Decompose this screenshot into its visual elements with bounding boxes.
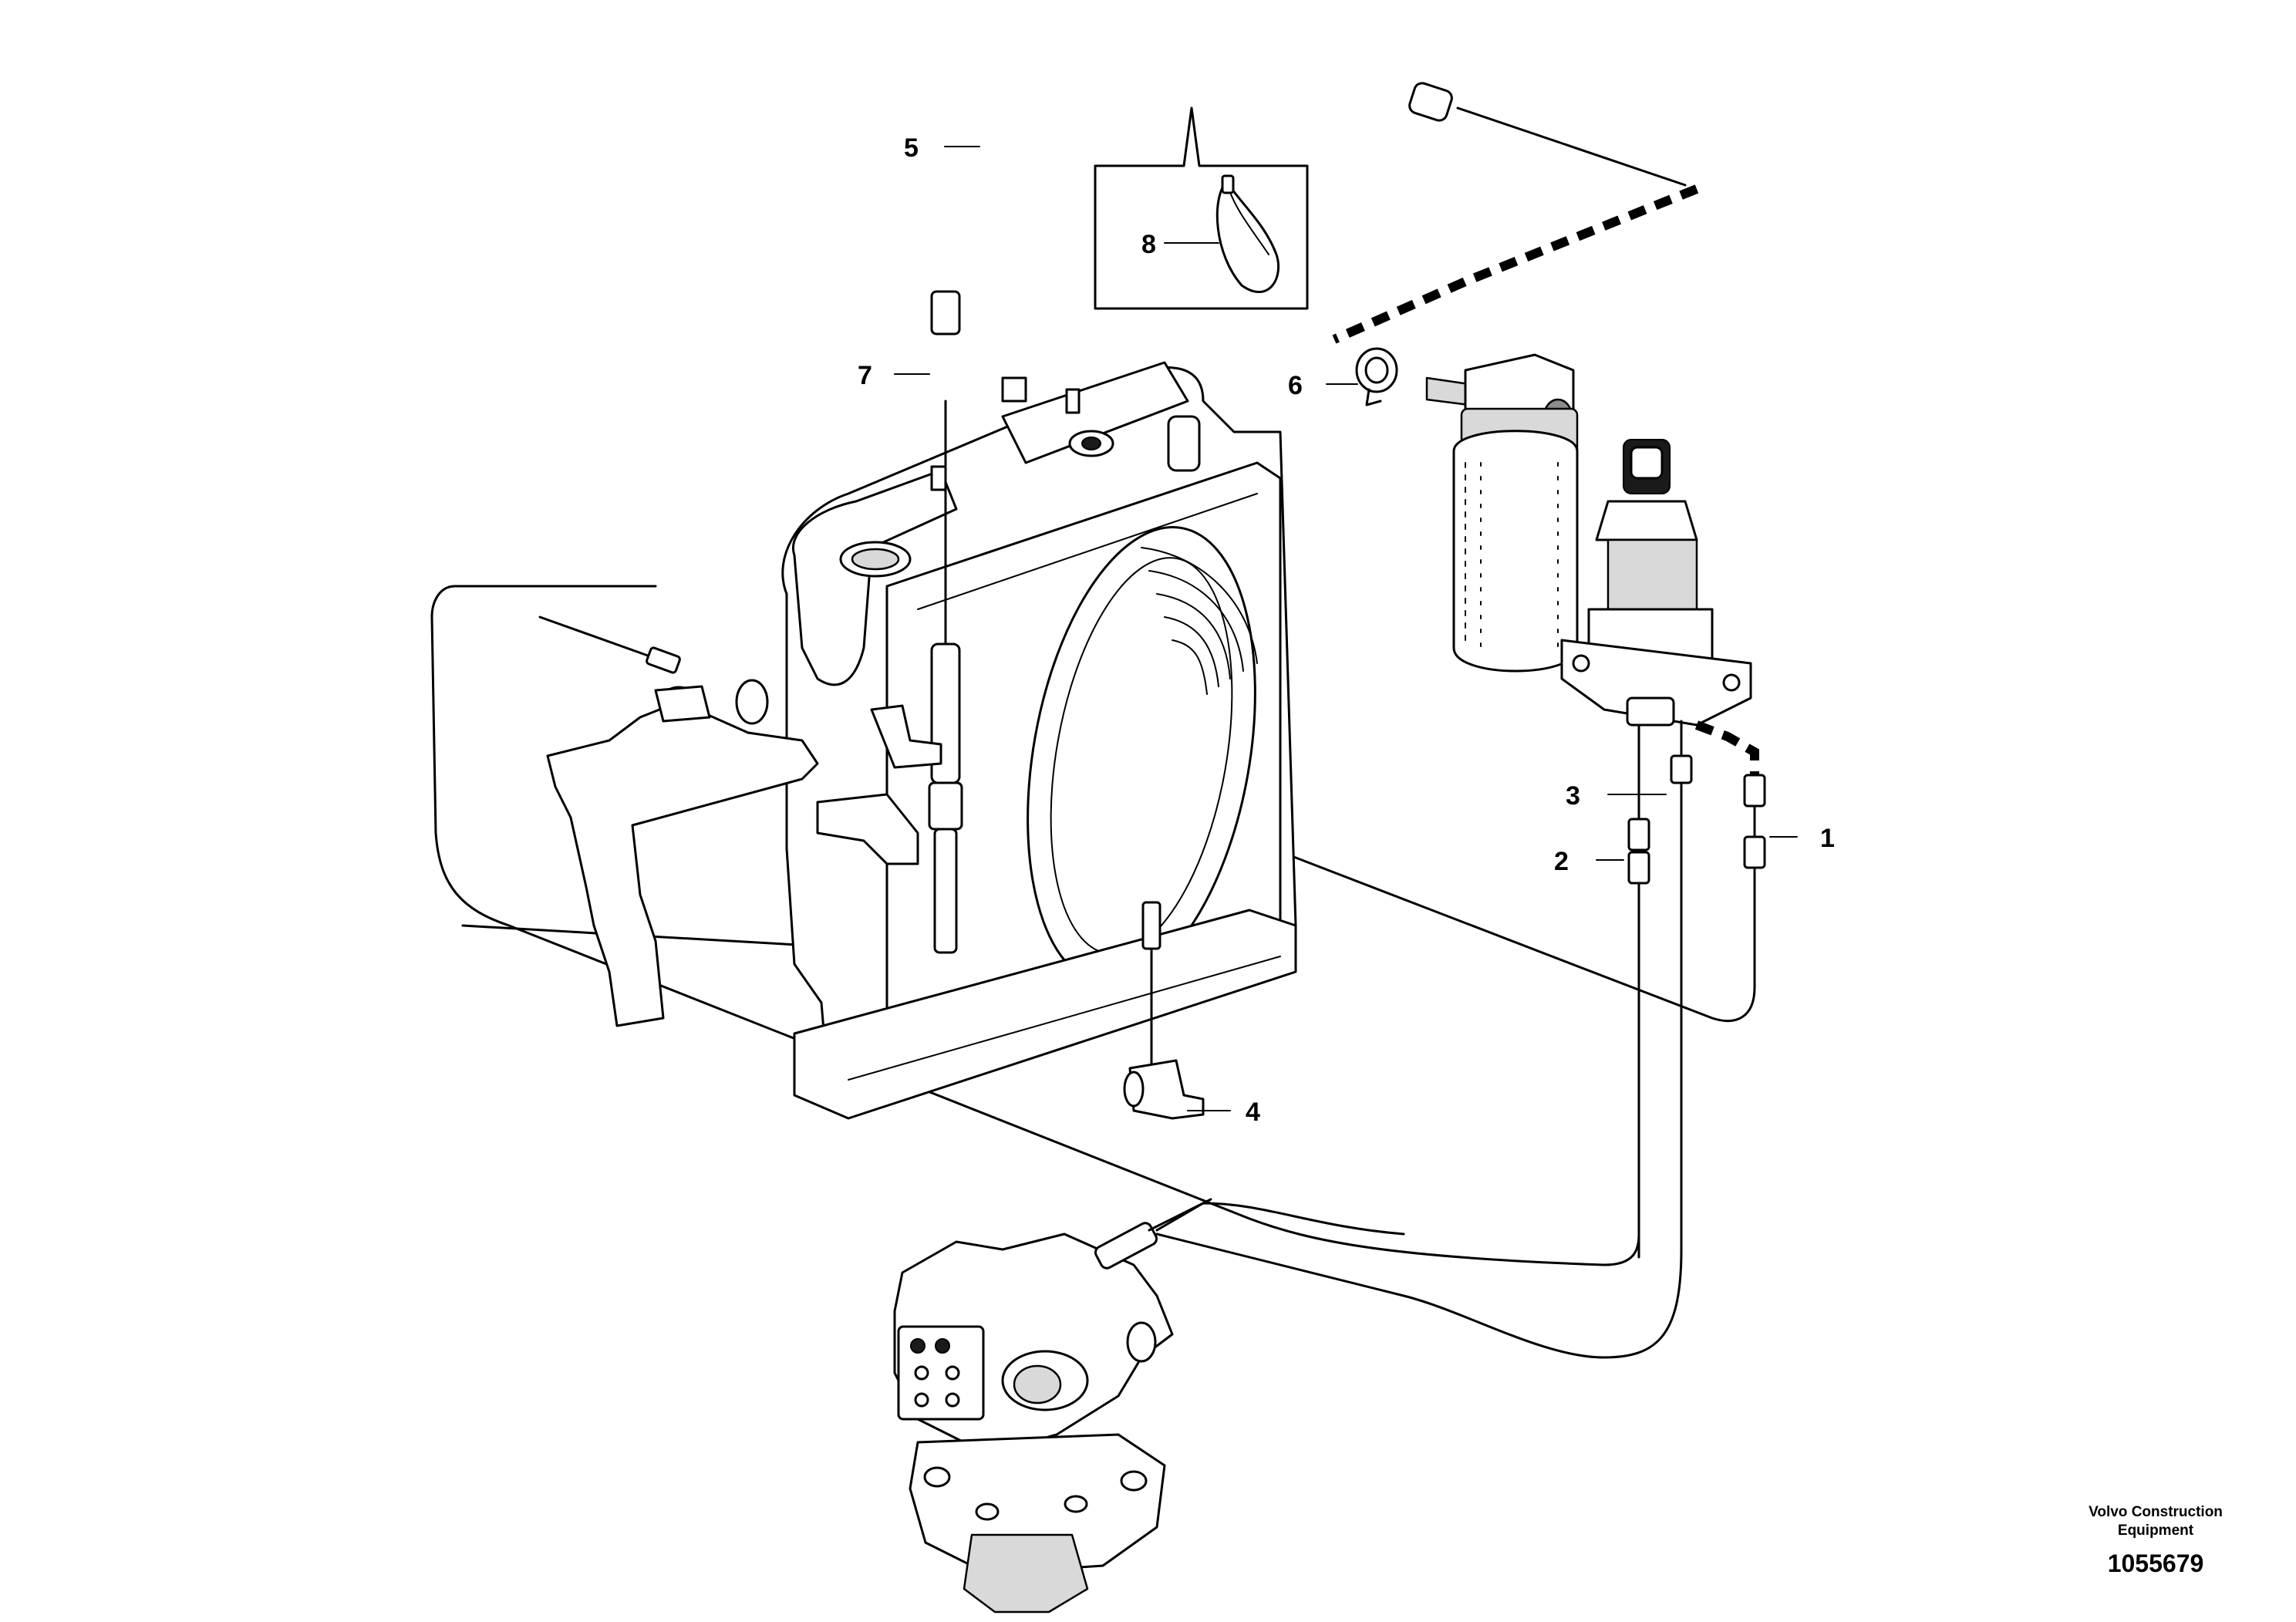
callout-7: 7: [858, 361, 872, 390]
oil-filter: [1425, 353, 1579, 673]
company-name-line2: Equipment: [2118, 1523, 2194, 1539]
swing-motor: [893, 1198, 1212, 1614]
drawing-number: 1055679: [2108, 1549, 2204, 1577]
callout-2: 2: [1554, 847, 1569, 876]
leader-lines: [894, 146, 1798, 1111]
footer: Volvo Construction Equipment 1055679: [2089, 1504, 2223, 1577]
clip-6: [1355, 347, 1398, 406]
cable-tie: [1215, 174, 1280, 293]
callout-6: 6: [1288, 371, 1303, 400]
clamp-inset: [1094, 106, 1309, 310]
callout-8: 8: [1141, 230, 1156, 259]
company-name-line1: Volvo Construction: [2089, 1504, 2223, 1520]
callout-5: 5: [904, 133, 919, 163]
callout-1: 1: [1820, 824, 1835, 853]
accumulator-pipes: [1627, 720, 1766, 1259]
accumulator: [1560, 439, 1752, 727]
callout-4: 4: [1246, 1098, 1260, 1127]
radiator-assembly: [538, 361, 1297, 1120]
hose-5: [930, 44, 1699, 344]
callouts: 1 2 3 4 5 6 7 8: [858, 133, 1835, 1127]
callout-3: 3: [1566, 781, 1580, 811]
